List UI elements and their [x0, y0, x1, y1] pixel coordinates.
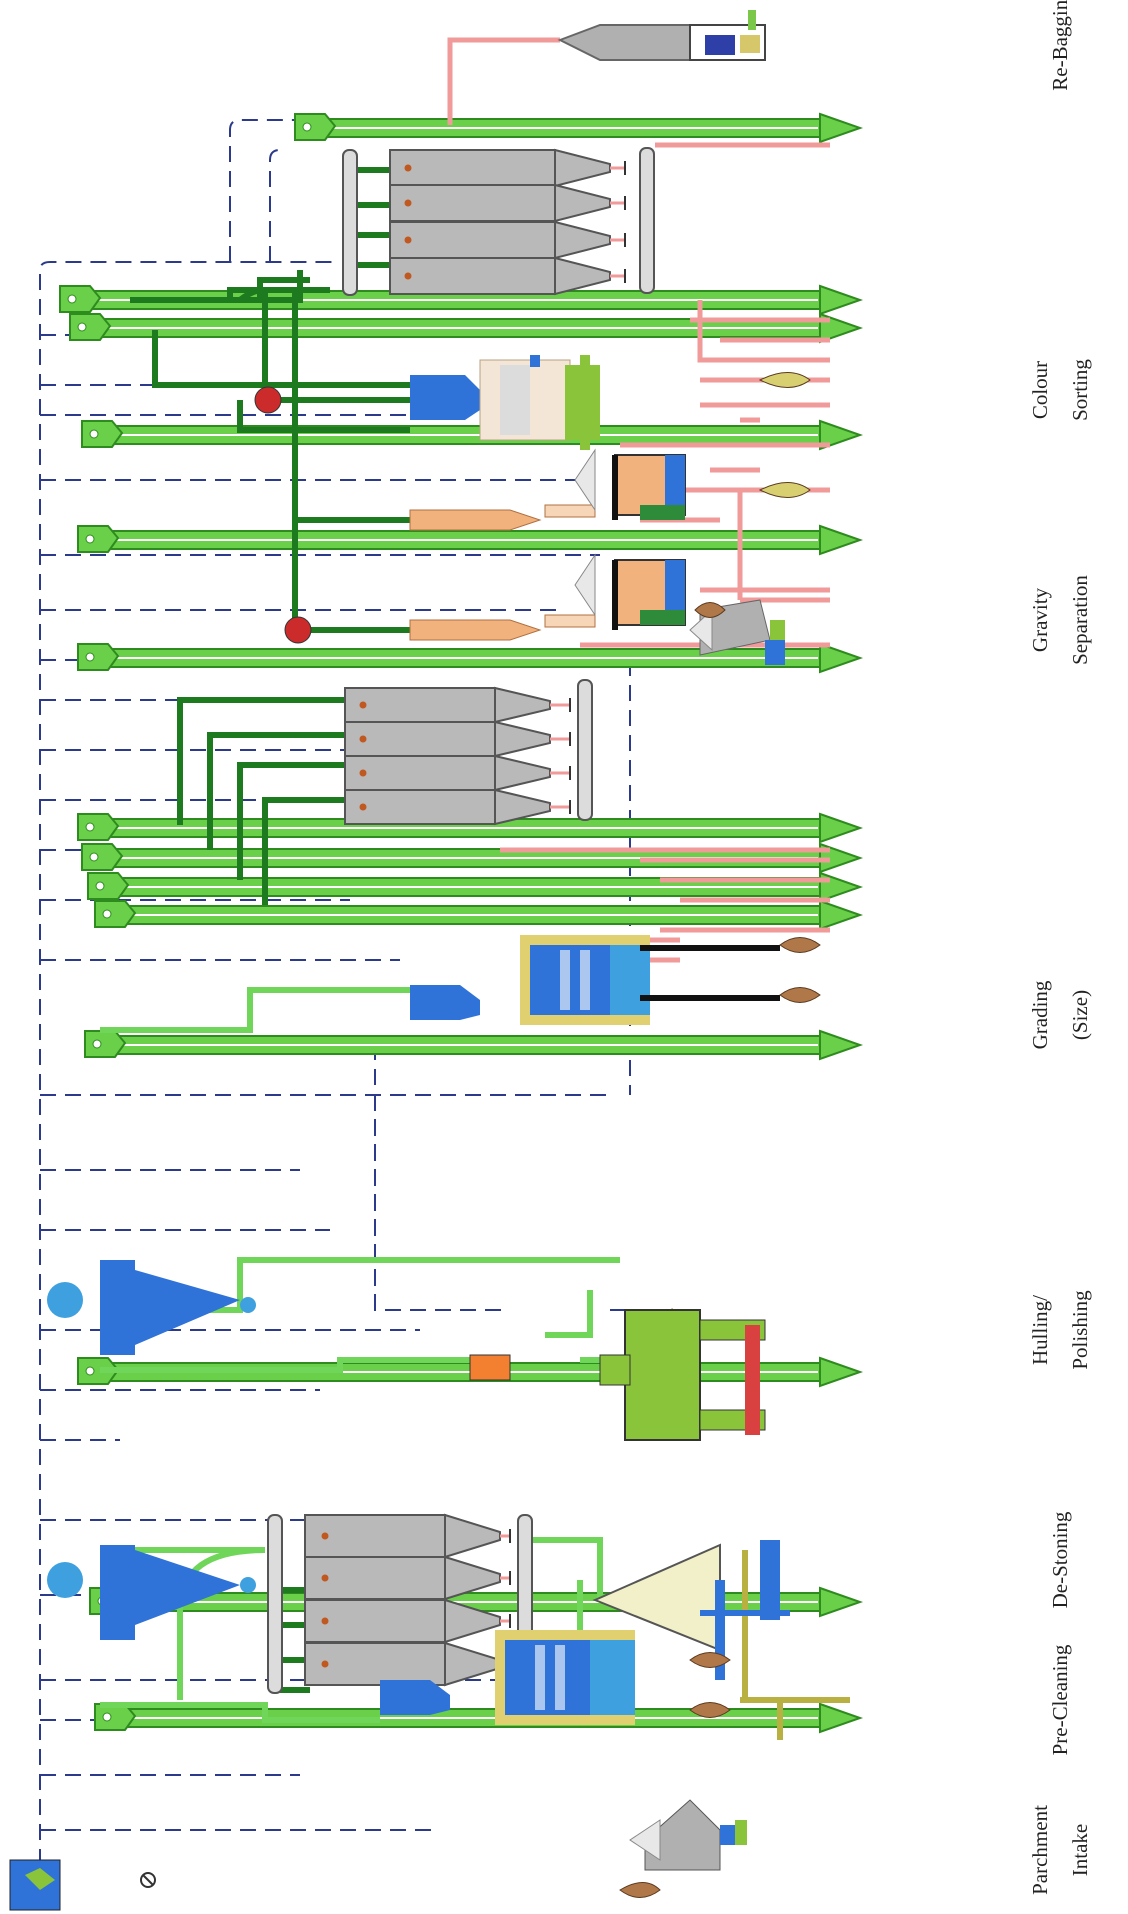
huller-polisher-machine [469, 1309, 766, 1441]
stage-label-destoning: De-Stoning [1048, 1511, 1072, 1608]
valve-colour-sorting [254, 386, 282, 414]
pre-cleaning-sifter [380, 1630, 635, 1725]
cyclone-hulling [47, 1260, 256, 1355]
stage-label-hulling: Hulling/Polishing [1028, 1290, 1092, 1370]
silo-bin [304, 1598, 511, 1644]
destoner-machine [592, 1540, 790, 1680]
stage-label-line: Separation [1068, 575, 1092, 665]
stage-label-line: Hulling/ [1028, 1295, 1052, 1365]
bucket-elevator [94, 899, 864, 931]
stage-label-line: De-Stoning [1048, 1511, 1072, 1608]
stage-label-grading: Grading (Size) [1028, 980, 1092, 1049]
silo-bin [344, 686, 571, 724]
stage-label-intake: Parchment Intake [1028, 1805, 1092, 1895]
control-cabinet [9, 1859, 156, 1911]
stage-label-rebagging: Re-Bagging [1048, 0, 1072, 91]
stage-label-line: Intake [1068, 1824, 1092, 1876]
bucket-elevator [77, 642, 864, 674]
stage-label-line: Polishing [1068, 1290, 1092, 1370]
cyclone-destoning [47, 1545, 256, 1640]
stage-label-line: Sorting [1068, 359, 1092, 421]
silo-bin [389, 256, 626, 296]
silo-bin [344, 720, 571, 758]
silo-bin [389, 183, 626, 223]
stage-labels: Parchment Intake Pre-Cleaning De-Stoning Hul… [1028, 0, 1092, 1895]
stage-label-line: Re-Bagging [1048, 0, 1072, 91]
silo-bin [389, 220, 626, 260]
silo-bin-block-grading [344, 686, 571, 826]
gravity-separator-1 [409, 448, 686, 531]
rebagging-silo [557, 10, 766, 61]
bucket-elevator [77, 524, 864, 556]
silo-bin [304, 1555, 511, 1601]
colour-sorter-machine [410, 355, 600, 450]
valve-gravity [284, 616, 312, 644]
bucket-elevator [84, 1029, 864, 1061]
silo-bin-block-rebagging [389, 148, 626, 296]
stage-label-line: Pre-Cleaning [1048, 1644, 1072, 1755]
pink-pipes [447, 37, 830, 1423]
silo-bin [304, 1641, 511, 1687]
stage-label-line: Grading [1028, 980, 1052, 1049]
stage-label-line: (Size) [1068, 990, 1092, 1040]
bucket-elevator-group [59, 112, 864, 1734]
silo-bin [389, 148, 626, 188]
stage-label-colour: Colour Sorting [1028, 359, 1092, 421]
gravity-separator-2 [409, 553, 686, 641]
bucket-elevator [94, 1702, 864, 1734]
bucket-elevator [87, 871, 864, 903]
stage-label-line: Parchment [1028, 1805, 1052, 1895]
silo-bin-block-destoning [304, 1513, 511, 1687]
stage-label-line: Gravity [1028, 587, 1052, 652]
stage-label-line: Colour [1028, 361, 1052, 419]
product-bags [619, 372, 821, 1898]
silo-bin [344, 754, 571, 792]
silo-bin [344, 788, 571, 826]
diverter-valves [254, 386, 312, 644]
stage-label-gravity: Gravity Separation [1028, 575, 1092, 665]
bucket-elevator [69, 312, 864, 344]
bucket-elevator [294, 112, 864, 144]
silo-bin [304, 1513, 511, 1559]
grading-sifter [410, 935, 780, 1025]
stage-label-precleaning: Pre-Cleaning [1048, 1644, 1072, 1755]
dark-green-pipes [130, 167, 410, 1693]
intake-hopper [629, 1799, 747, 1871]
